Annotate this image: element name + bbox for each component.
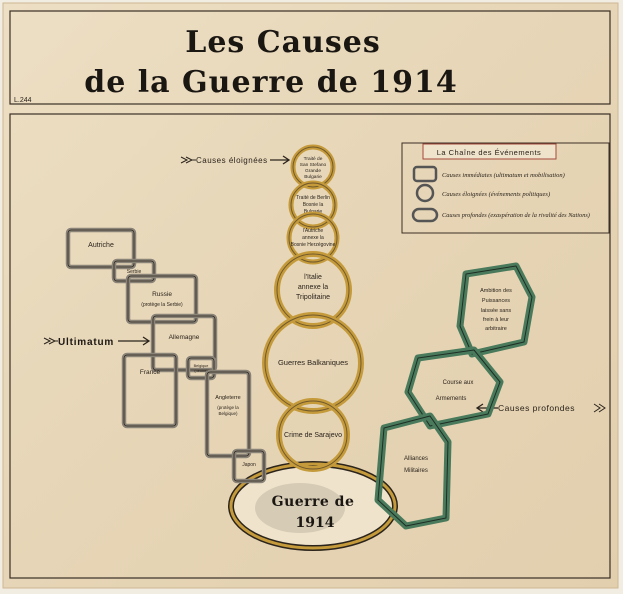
link-autriche: Autriche [65,227,137,270]
legend-item-1: Causes immédiates (ultimatum et mobilisa… [442,172,565,179]
legend-rect-symbol [412,165,438,183]
center-line1: Guerre de [272,494,355,510]
main-frame [9,113,611,579]
legend-box: La Chaîne des Événements Causes immédiat… [401,142,610,234]
link-allemagne: Allemagne [150,313,218,373]
ring-sarajevo-text: Crime de Sarajevo [284,432,342,439]
legend-item-3: Causes profondes (exaspération de la riv… [442,212,590,219]
ring-sarajevo: Crime de Sarajevo [276,398,350,472]
label-causes-profondes: Causes profondes [498,403,575,413]
ring-guerres-balkaniques-text: Guerres Balkaniques [278,358,348,367]
title-line2: de la Guerre de 1914 [84,65,457,100]
center-oval: Guerre de 1914 [228,461,398,551]
arrow-causes-eloignees: Causes éloignées [180,155,291,165]
title-line1: Les Causes [185,25,381,60]
left-chain: Autriche Serbie Russie(protège la Serbie… [65,227,267,484]
ring-guerres-balkaniques: Guerres Balkaniques [262,312,364,414]
link-russie-text: Russie(protège la Serbie) [141,291,183,308]
link-serbie-text: Serbie [127,269,142,275]
link-belgique: Belgique(neutre) [185,355,217,381]
label-ultimatum: Ultimatum [58,337,114,348]
title-frame [9,10,611,105]
link-japon-text: Japon [242,462,256,468]
link-russie: Russie(protège la Serbie) [125,273,199,325]
link-serbie: Serbie [111,258,157,284]
label-causes-eloignees: Causes éloignées [196,156,268,165]
link-japon: Japon [231,448,267,484]
arrow-ultimatum: Ultimatum [43,336,151,348]
center-line2: 1914 [296,515,335,531]
link-belgique-text: Belgique(neutre) [194,364,209,373]
link-france: France [121,352,179,429]
link-autriche-text: Autriche [88,242,114,249]
arrow-causes-profondes: Causes profondes [475,403,606,413]
link-france-text: France [140,369,161,376]
link-allemagne-text: Allemagne [169,334,200,341]
legend-item-2: Causes éloignées (événements politiques) [442,191,550,198]
legend-ring-symbol [415,183,435,203]
corner-note: L.244 [14,97,32,104]
legend-oval-symbol [411,207,439,223]
legend-heading: La Chaîne des Événements [437,148,542,157]
